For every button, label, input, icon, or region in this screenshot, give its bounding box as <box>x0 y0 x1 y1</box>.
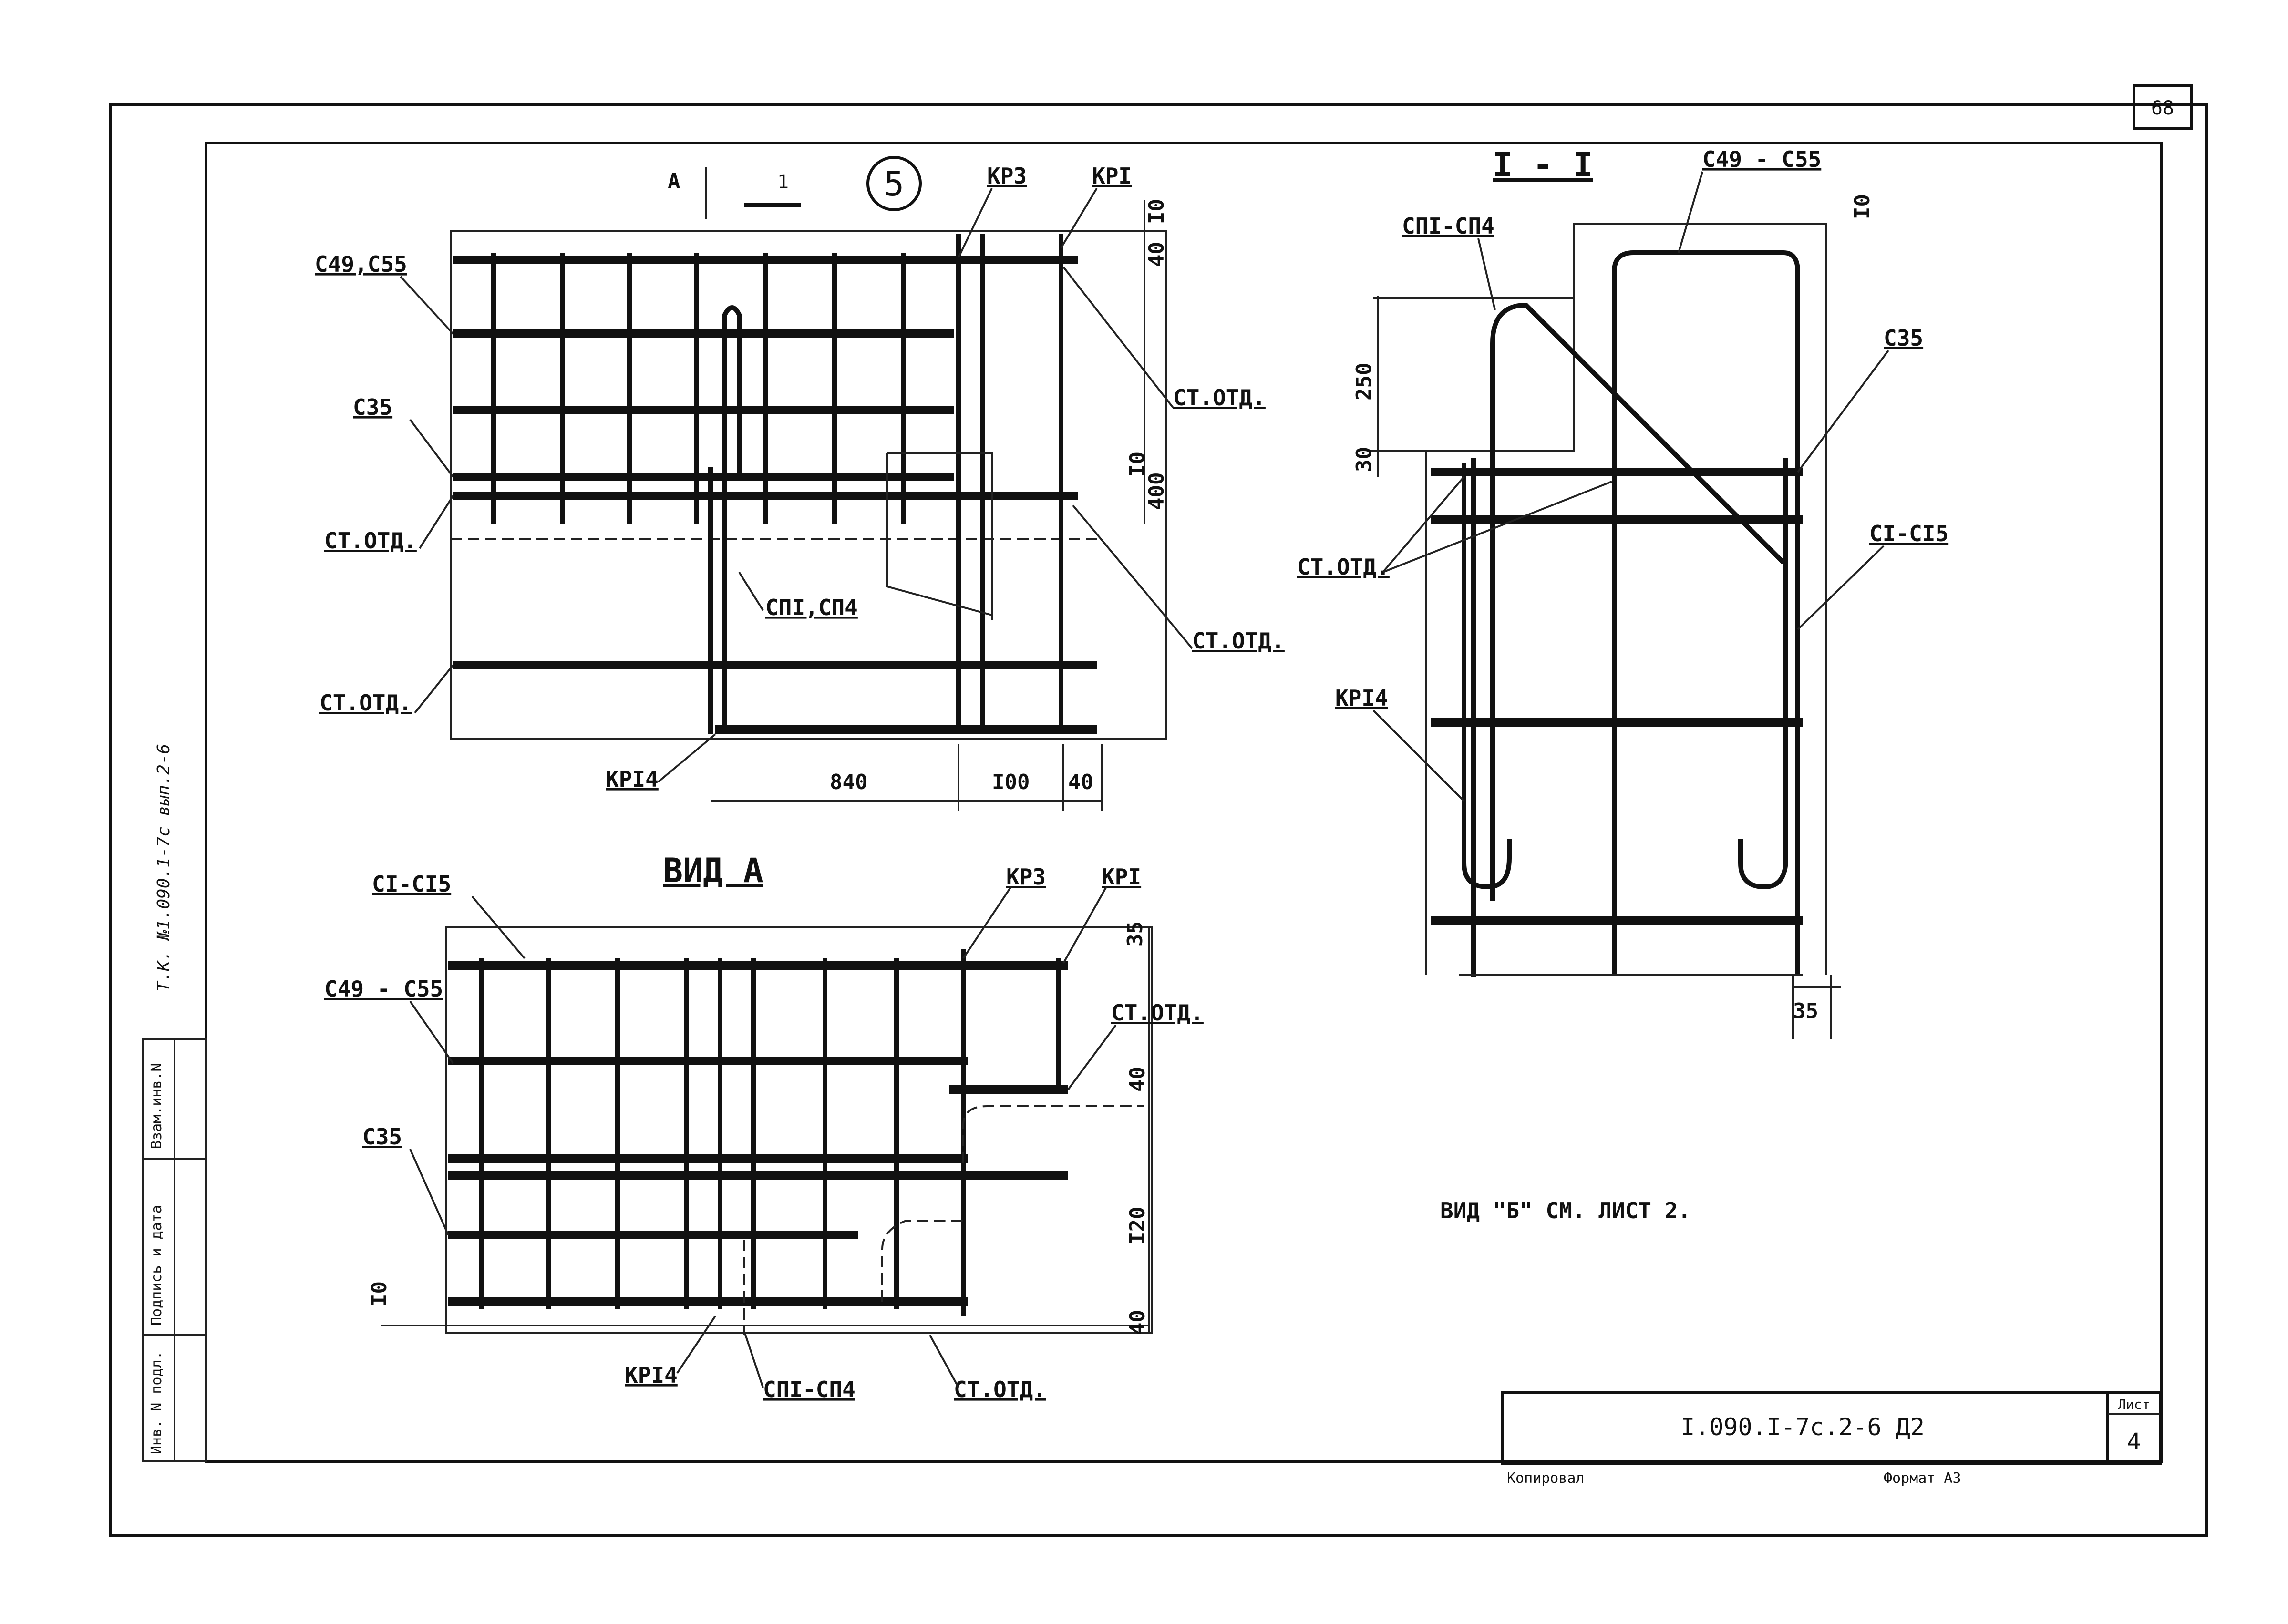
section-outline <box>1425 223 1827 975</box>
label-st-otd-4: СТ.ОТД. <box>1192 628 1285 654</box>
outline <box>450 230 1167 740</box>
view-a-label-sp1-sp4: СПI-СП4 <box>763 1377 855 1402</box>
section-label-kr14: КРI4 <box>1335 685 1388 711</box>
view-a: ВИД А СI-СI5 КР3 КРI С49 - С55 СТ.ОТД. <box>324 851 1204 1402</box>
section-title: I - I <box>1493 145 1593 185</box>
label-st-otd-1: СТ.ОТД. <box>324 528 417 554</box>
section-dim-250: 250 <box>1352 363 1376 401</box>
side-table-col1: Инв. N подл. <box>148 1351 165 1454</box>
note-view-b: ВИД "Б" СМ. ЛИСТ 2. <box>1440 1198 1691 1223</box>
view-a-label-c49-c55: С49 - С55 <box>324 976 443 1002</box>
title-block: I.090.I-7c.2-6 Д2 Лист 4 Копировал Форма… <box>1501 1391 2162 1487</box>
stamp-sheet-value: 4 <box>2127 1429 2141 1455</box>
inner-frame <box>205 142 2163 1463</box>
sheet-number-top: 68 <box>2151 97 2174 119</box>
view-a-label-kr3: КР3 <box>1006 864 1046 890</box>
section-label-c1-c15: СI-СI5 <box>1869 521 1948 546</box>
label-st-otd-3: СТ.ОТД. <box>1173 385 1266 411</box>
section-dim-35: 35 <box>1793 999 1818 1023</box>
section-dim-30: 30 <box>1352 447 1376 472</box>
label-kr14: КРI4 <box>606 766 659 792</box>
section-label-c35: С35 <box>1884 325 1923 351</box>
view-a-label-c1-c15: СI-СI5 <box>372 871 451 897</box>
outer-frame <box>109 103 2208 1537</box>
section-label-sp1-sp4: СПI-СП4 <box>1402 213 1494 239</box>
view-a-dim-10: I0 <box>367 1281 392 1306</box>
dim-10: I0 <box>1144 199 1169 224</box>
view-a-dim-40: 40 <box>1125 1067 1150 1092</box>
label-c35: С35 <box>353 394 392 420</box>
view-a-dim-35: 35 <box>1123 921 1147 946</box>
dim-840: 840 <box>830 770 867 794</box>
dim-10b: I0 <box>1125 452 1150 477</box>
section-label-c49-c55: С49 - С55 <box>1702 146 1821 172</box>
section-label-st-otd: СТ.ОТД. <box>1297 554 1390 580</box>
label-st-otd-2: СТ.ОТД. <box>319 690 412 716</box>
section-dim-10: I0 <box>1850 194 1875 219</box>
side-table: Инв. N подл. Подпись и дата Взам.инв.N <box>142 1038 207 1462</box>
view-a-label-kr14: КРI4 <box>625 1362 678 1388</box>
view-top-left: 5 А 1 840 I00 40 <box>315 156 1285 811</box>
section-1-1: I - I 250 30 I0 35 С49 - С55 СПI-СП4 С35… <box>1297 145 1948 1039</box>
stamp-designation: I.090.I-7c.2-6 Д2 <box>1680 1413 1925 1441</box>
sheet-number-box <box>2133 84 2193 130</box>
view-a-title: ВИД А <box>663 851 763 890</box>
view-a-label-st-otd-1: СТ.ОТД. <box>1111 1000 1204 1026</box>
cut-mark: 1 <box>777 171 789 193</box>
label-sp1-sp4: СПI,СП4 <box>765 595 858 620</box>
side-table-col3: Взам.инв.N <box>148 1063 165 1149</box>
view-a-label-c35: С35 <box>362 1124 402 1150</box>
stamp-copied: Копировал <box>1507 1470 1585 1487</box>
dim-400: 400 <box>1144 473 1169 510</box>
view-a-outline <box>445 926 1153 1334</box>
circle-number: 5 <box>884 164 904 204</box>
side-text: Т.К. №1.090.1-7с вып.2-6 <box>154 744 174 992</box>
section-mark-a: А <box>668 169 680 194</box>
dim-40: 40 <box>1068 770 1093 794</box>
view-a-dim-40b: 40 <box>1125 1310 1150 1335</box>
side-table-col2: Подпись и дата <box>148 1205 165 1326</box>
label-c49-c55: С49,С55 <box>315 251 407 277</box>
circle-marker <box>866 156 922 211</box>
dim-40v: 40 <box>1144 242 1169 267</box>
view-a-label-st-otd-2: СТ.ОТД. <box>954 1377 1046 1402</box>
dim-100: I00 <box>992 770 1030 794</box>
view-a-label-kr1: КРI <box>1102 864 1141 890</box>
label-kr3: КР3 <box>987 163 1027 189</box>
stamp-format: Формат А3 <box>1884 1470 1961 1487</box>
stamp-sheet-label: Лист <box>2118 1397 2150 1412</box>
view-a-dim-120: I20 <box>1125 1207 1150 1244</box>
label-kr1: КРI <box>1092 163 1132 189</box>
